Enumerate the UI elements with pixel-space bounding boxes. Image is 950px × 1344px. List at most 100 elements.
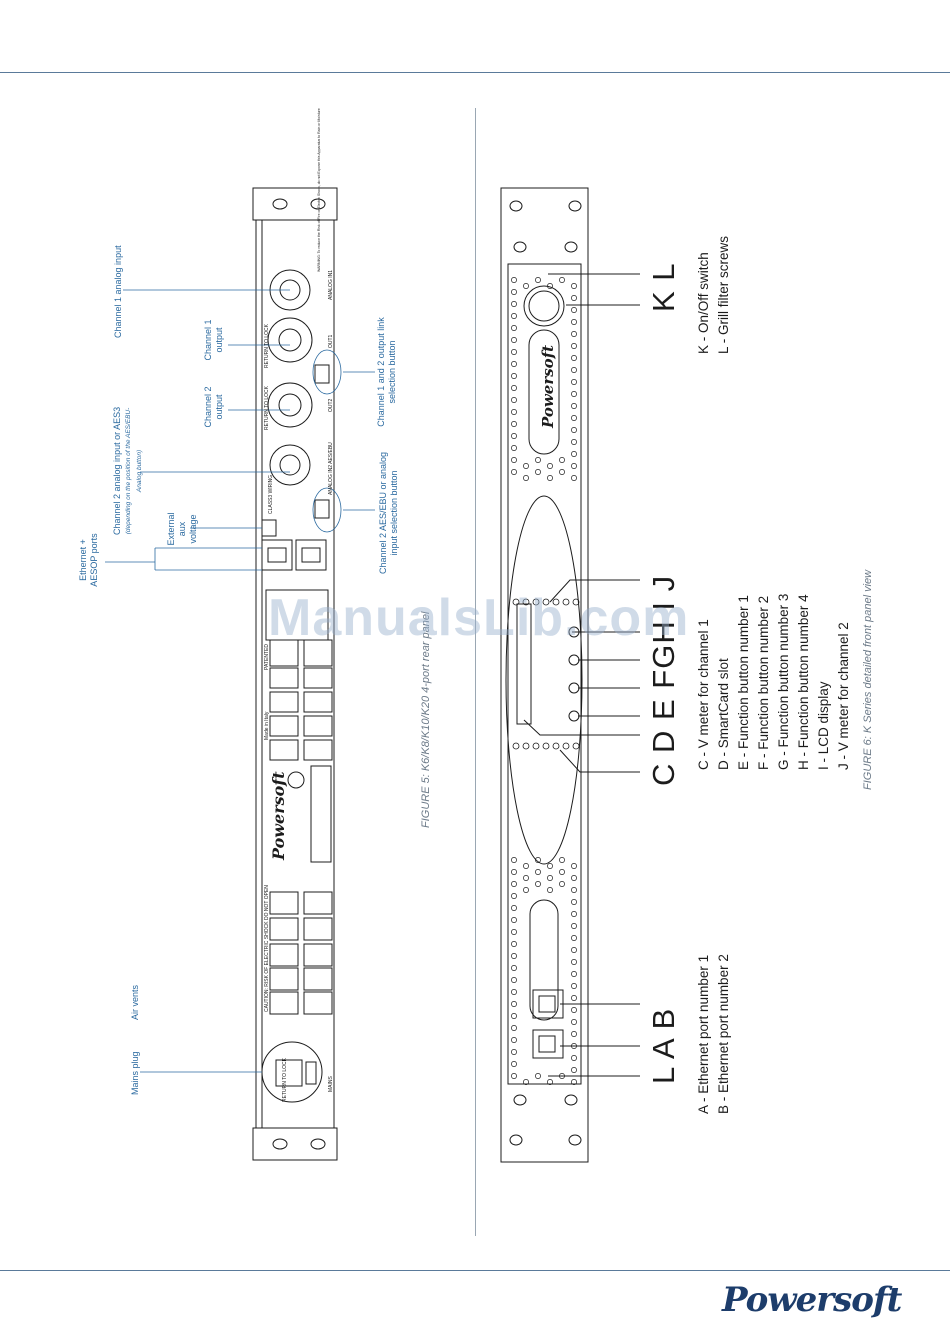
vent-hole [511, 361, 517, 367]
vent-hole [511, 893, 517, 899]
legend-item: D - SmartCard slot [716, 658, 731, 770]
vent-hole [523, 283, 529, 289]
panel-class3-label: CLASS3 WIRING [268, 475, 274, 514]
vent-hole [571, 1079, 577, 1085]
vent-hole [511, 905, 517, 911]
vent-hole [571, 283, 577, 289]
vent-hole [571, 1007, 577, 1013]
panel-turn-to-lock-1: RETURN TO LOCK [264, 323, 270, 368]
vent-hole [547, 863, 553, 869]
legend-ab: A - Ethernet port number 1 B - Ethernet … [694, 954, 734, 1114]
vent-hole [535, 457, 541, 463]
vent-hole [571, 1055, 577, 1061]
vent-hole [571, 923, 577, 929]
vent-hole [511, 1049, 517, 1055]
vent-hole [511, 397, 517, 403]
vent-hole [571, 415, 577, 421]
vent-hole [523, 875, 529, 881]
vent-hole [523, 475, 529, 481]
vent-hole [571, 935, 577, 941]
vent-hole [535, 1073, 541, 1079]
column-divider [475, 108, 476, 1236]
vent-hole [511, 977, 517, 983]
vent-hole [511, 385, 517, 391]
vent-hole [511, 881, 517, 887]
vent-hole [523, 463, 529, 469]
legend-item: F - Function button number 2 [756, 595, 771, 770]
vent-hole [571, 1067, 577, 1073]
legend-item: A - Ethernet port number 1 [696, 954, 711, 1114]
vent-hole [511, 457, 517, 463]
panel-patented-label: PATENTED [264, 644, 270, 670]
legend-item: B - Ethernet port number 2 [716, 954, 731, 1114]
vent-hole [511, 941, 517, 947]
vent-hole [571, 1019, 577, 1025]
legend-item: C - V meter for channel 1 [696, 619, 711, 770]
vent-hole [571, 463, 577, 469]
panel-made-in-italy-label: Made in Italy [264, 711, 270, 740]
vent-hole [571, 295, 577, 301]
panel-mains-label: MAINS [328, 1076, 334, 1093]
vent-hole [571, 947, 577, 953]
vent-hole [511, 445, 517, 451]
vent-hole [571, 391, 577, 397]
vent-hole [571, 887, 577, 893]
vent-hole [571, 863, 577, 869]
front-panel-brand-logo: Powersoft [539, 345, 557, 429]
vent-hole [511, 1013, 517, 1019]
vent-hole [511, 301, 517, 307]
vent-hole [547, 875, 553, 881]
panel-out1-label: OUT1 [328, 334, 334, 348]
vent-hole [571, 307, 577, 313]
vent-hole [571, 875, 577, 881]
vent-hole [547, 283, 553, 289]
front-letters-top: K L [646, 262, 681, 312]
vent-hole [535, 869, 541, 875]
vent-hole [511, 1001, 517, 1007]
vent-hole [571, 379, 577, 385]
panel-caution-label: CAUTION: RISK OF ELECTRIC SHOCK DO NOT O… [264, 885, 270, 1012]
vent-hole [571, 331, 577, 337]
vent-hole [559, 857, 565, 863]
vent-hole [547, 887, 553, 893]
vent-hole [511, 917, 517, 923]
vent-hole [511, 313, 517, 319]
vent-hole [535, 857, 541, 863]
vent-hole [523, 1079, 529, 1085]
legend-item: L - Grill filter screws [716, 235, 731, 354]
vent-hole [571, 899, 577, 905]
panel-turn-to-lock-2: RETURN TO LOCK [264, 385, 270, 430]
legend-item: H - Function button number 4 [796, 594, 811, 770]
vent-hole [571, 911, 577, 917]
vent-hole [571, 971, 577, 977]
vent-hole [511, 349, 517, 355]
figure6-caption: FIGURE 6: K Series detailed front panel … [862, 569, 874, 790]
vent-hole [547, 1079, 553, 1085]
vent-hole [511, 337, 517, 343]
legend-item: J - V meter for channel 2 [836, 622, 851, 770]
vent-hole [511, 965, 517, 971]
vent-hole [571, 475, 577, 481]
panel-warning-text: WARNING: To reduce the Risk of Fire or E… [317, 108, 321, 272]
bottom-rule [0, 1270, 950, 1271]
vent-hole [559, 881, 565, 887]
legend-item: E - Function button number 1 [736, 595, 751, 770]
vent-hole [511, 857, 517, 863]
vent-hole [511, 1037, 517, 1043]
vent-hole [571, 995, 577, 1001]
vent-hole [571, 959, 577, 965]
legend-kl: K - On/Off switch L - Grill filter screw… [694, 236, 734, 354]
top-rule [0, 72, 950, 73]
vent-hole [559, 469, 565, 475]
watermark: ManualsLib.com [268, 589, 690, 647]
vent-hole [535, 469, 541, 475]
vent-hole [511, 289, 517, 295]
vent-hole [559, 277, 565, 283]
panel-out2-label: OUT2 [328, 398, 334, 412]
vent-hole [559, 869, 565, 875]
vent-hole [547, 475, 553, 481]
vent-hole [511, 373, 517, 379]
vent-hole [523, 887, 529, 893]
vent-hole [571, 983, 577, 989]
vent-hole [535, 881, 541, 887]
